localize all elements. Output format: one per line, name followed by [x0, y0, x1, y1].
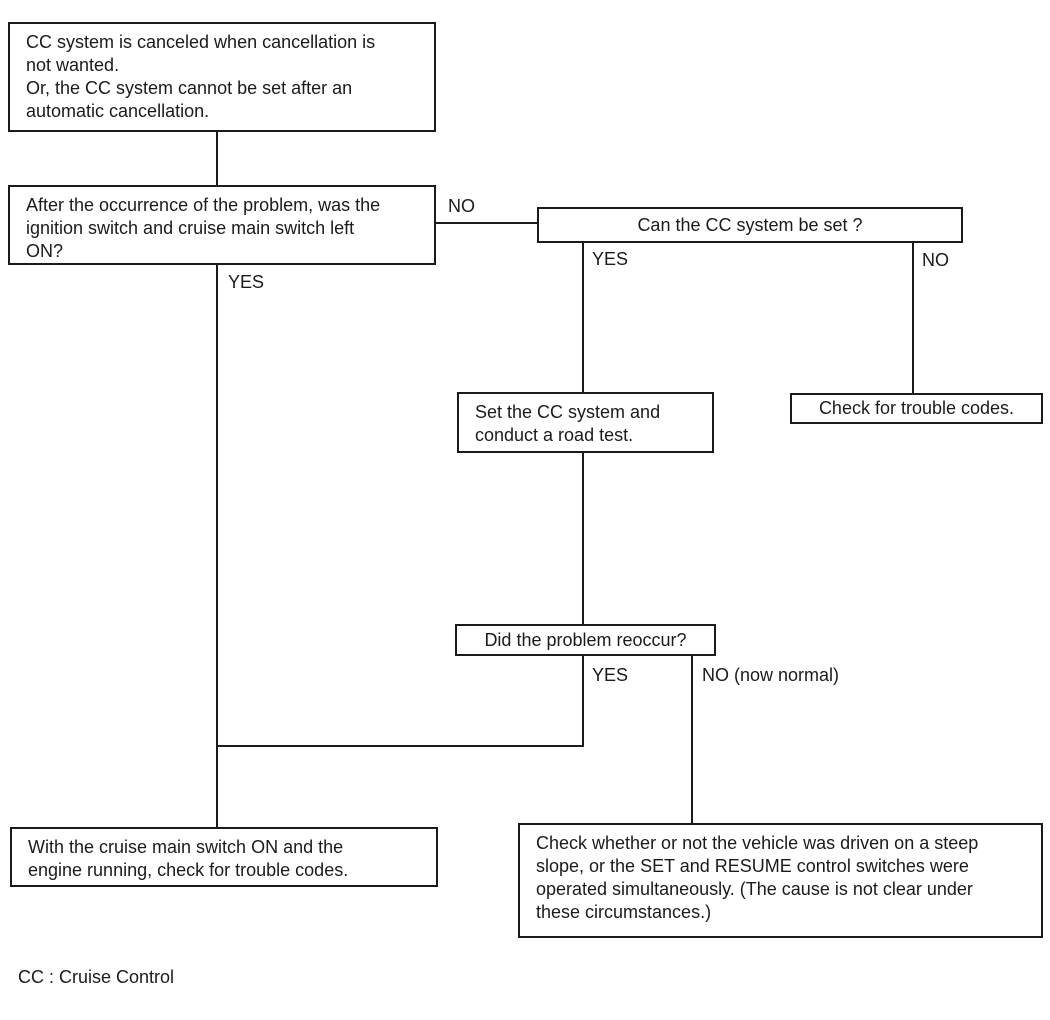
edge-canset-yes-down [582, 243, 584, 392]
edge-canset-no-down [912, 243, 914, 393]
edge-reoccur-yes-down [582, 656, 584, 747]
edge-roadtest-to-reoccur [582, 453, 584, 624]
edge-reoccur-yes-join [216, 745, 584, 747]
node-text-line: Can the CC system be set ? [637, 214, 863, 235]
node-text-line: Check for trouble codes. [818, 398, 1015, 418]
node-symptom: CC system is canceled when cancellation … [8, 22, 436, 132]
node-text-line: After the occurrence of the problem, was… [26, 195, 381, 215]
edge-question-yes-down [216, 265, 218, 827]
node-steep-slope-check: Check whether or not the vehicle was dri… [518, 823, 1043, 938]
node-text-line: automatic cancellation. [26, 101, 210, 121]
node-text-line: ignition switch and cruise main switch l… [26, 218, 355, 238]
footnote-cc-definition: CC : Cruise Control [18, 967, 175, 987]
edge-label-canset-yes: YES [592, 249, 629, 269]
node-text-line: slope, or the SET and RESUME control swi… [536, 856, 969, 876]
node-text-line: engine running, check for trouble codes. [28, 860, 349, 880]
node-trouble-codes: Check for trouble codes. [790, 393, 1043, 424]
node-text-line: not wanted. [26, 55, 120, 75]
edge-label-q1-yes: YES [228, 272, 265, 292]
node-text-line: CC system is canceled when cancellation … [26, 32, 376, 52]
node-text-line: Did the problem reoccur? [484, 629, 687, 650]
node-road-test: Set the CC system and conduct a road tes… [457, 392, 714, 453]
node-reoccur: Did the problem reoccur? [455, 624, 716, 656]
node-can-set: Can the CC system be set ? [537, 207, 963, 243]
node-text-line: conduct a road test. [475, 425, 634, 445]
edge-reoccur-no-down [691, 656, 693, 823]
edge-label-reoccur-no: NO (now normal) [702, 665, 840, 685]
node-text-line: operated simultaneously. (The cause is n… [536, 879, 973, 899]
node-text-line: Or, the CC system cannot be set after an [26, 78, 353, 98]
node-text-line: these circumstances.) [536, 902, 712, 922]
edge-label-reoccur-yes: YES [592, 665, 629, 685]
edge-label-canset-no: NO [922, 250, 949, 270]
node-text-line: ON? [26, 241, 64, 261]
node-text-line: With the cruise main switch ON and the [28, 837, 344, 857]
node-text-line: Check whether or not the vehicle was dri… [536, 833, 979, 853]
edge-question-no-right [436, 222, 537, 224]
node-question-ignition: After the occurrence of the problem, was… [8, 185, 436, 265]
node-text-line: Set the CC system and [475, 402, 661, 422]
edge-label-q1-no: NO [448, 196, 475, 216]
node-main-switch-check: With the cruise main switch ON and the e… [10, 827, 438, 887]
edge-symptom-to-question [216, 132, 218, 185]
